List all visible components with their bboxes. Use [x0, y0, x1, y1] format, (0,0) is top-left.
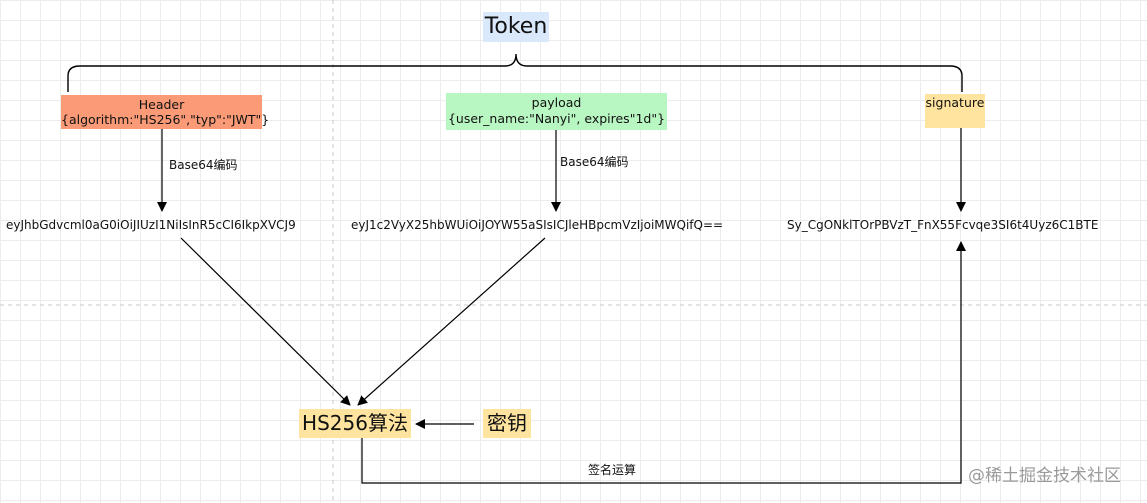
header-encoding-label: Base64编码 [169, 158, 238, 172]
payload-encoding-label: Base64编码 [560, 155, 629, 169]
signature-name: signature [925, 95, 985, 110]
header-value: {algorithm:"HS256","typ":"JWT"} [61, 112, 270, 127]
payload-box: payload {user_name:"Nanyi", expires"1d"} [446, 93, 667, 130]
signature-box: signature [925, 94, 985, 128]
payload-encoded-to-algorithm-arrow [357, 237, 546, 406]
signing-operation-label: 签名运算 [588, 463, 637, 477]
header-box: Header {algorithm:"HS256","typ":"JWT"} [61, 95, 270, 129]
payload-value: {user_name:"Nanyi", expires"1d"} [447, 111, 666, 126]
token-title: Token [483, 12, 549, 42]
header-encoded-text: eyJhbGdvcml0aG0iOiJIUzI1NiIsInR5cCI6IkpX… [6, 218, 296, 232]
watermark-text: @稀土掘金技术社区 [968, 466, 1121, 486]
token-brace [67, 53, 963, 92]
header-name: Header [138, 97, 185, 112]
payload-encoded-text: eyJ1c2VyX25hbWUiOiJOYW55aSIsICJleHBpcmVz… [351, 218, 724, 232]
algorithm-box: HS256算法 [299, 409, 411, 438]
signature-encoded-text: Sy_CgONklTOrPBVzT_FnX55Fcvqe3SI6t4Uyz6C1… [787, 218, 1099, 232]
payload-name: payload [531, 95, 582, 110]
signing-path-arrow [361, 241, 966, 484]
secret-key-box: 密钥 [483, 409, 531, 438]
header-encoded-to-algorithm-arrow [180, 237, 351, 406]
